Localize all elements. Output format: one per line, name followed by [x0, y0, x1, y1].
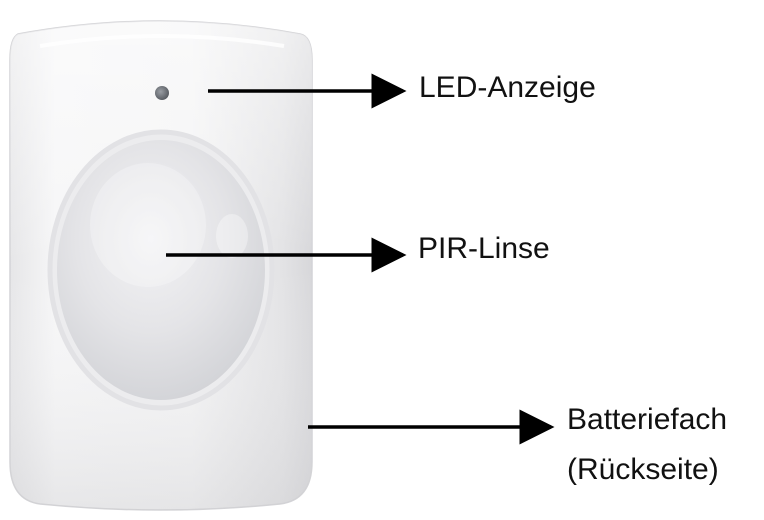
- label-pir-lens: PIR-Linse: [418, 232, 550, 265]
- label-battery-compartment: Batteriefach: [567, 403, 728, 436]
- led-indicator: [155, 86, 169, 100]
- label-led-indicator: LED-Anzeige: [419, 71, 596, 104]
- label-battery-note: (Rückseite): [567, 453, 719, 486]
- pir-lens: [47, 129, 275, 411]
